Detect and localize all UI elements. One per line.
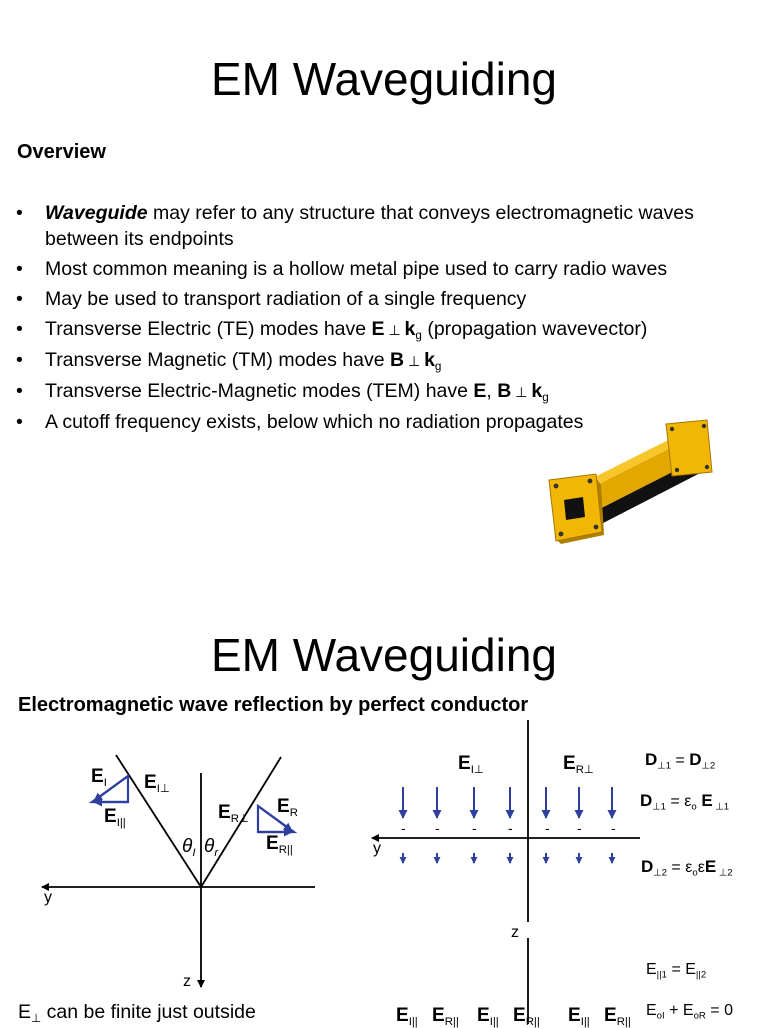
bullet-text: A cutoff frequency exists, below which n…: [45, 411, 584, 433]
label-e-r: ER: [277, 796, 298, 819]
label-e-r-par: ER||: [266, 833, 293, 856]
bullet-dot: •: [16, 380, 23, 402]
field-arrows-below: [399, 853, 616, 864]
field-arrows-above: [398, 787, 617, 819]
slide2-heading: Electromagnetic wave reflection by perfe…: [18, 694, 529, 716]
list-item: • Most common meaning is a hollow metal …: [16, 256, 736, 282]
bullet-text: Transverse Magnetic (TM) modes have: [45, 349, 390, 371]
surface-charge-minus: -: [472, 820, 477, 836]
label-e-i: EI: [91, 766, 107, 789]
bullet-dot: •: [16, 411, 23, 433]
bottom-label: ER||: [432, 1005, 459, 1028]
list-item: • Transverse Magnetic (TM) modes have B …: [16, 347, 736, 374]
bullet-dot: •: [16, 202, 23, 224]
equation-e-sum-zero: EoI + EoR = 0: [646, 1002, 733, 1022]
right-z-label: z: [511, 924, 519, 941]
perp-symbol: ⊥: [384, 322, 405, 338]
list-item: • Waveguide may refer to any structure t…: [16, 200, 736, 252]
right-field-diagram: [371, 720, 640, 1024]
right-y-label: y: [373, 840, 381, 857]
left-z-label: z: [183, 973, 191, 990]
surface-charge-minus: -: [611, 820, 616, 836]
bullet-text: Transverse Electric (TE) modes have: [45, 318, 372, 340]
slide1-title: EM Waveguiding: [210, 53, 557, 105]
bullet-symbol-k: k: [531, 380, 543, 402]
perp-symbol: ⊥: [404, 353, 425, 369]
bullet-symbol-b: B: [497, 380, 512, 402]
bullet-symbol-k: k: [424, 349, 435, 371]
bullet-text: Most common meaning is a hollow metal pi…: [45, 258, 668, 280]
equation-d-perp-continuity: D⊥1 = D⊥2: [645, 750, 716, 772]
bullet-symbol-b: B: [389, 349, 405, 371]
perp-symbol: ⊥: [511, 384, 532, 400]
bottom-label: ER||: [513, 1005, 540, 1028]
subscript: g: [415, 329, 422, 343]
label-e-i-perp: EI⊥: [144, 772, 170, 795]
footer-text: E⊥ can be finite just outside: [18, 1001, 256, 1026]
list-item: • A cutoff frequency exists, below which…: [16, 409, 736, 435]
overview-bullet-list: • Waveguide may refer to any structure t…: [16, 200, 736, 439]
bullet-dot: •: [16, 288, 23, 310]
slide2-title: EM Waveguiding: [210, 629, 557, 681]
bullet-text: may refer to any structure that conveys …: [45, 202, 694, 250]
list-item: • Transverse Electric-Magnetic modes (TE…: [16, 378, 736, 405]
label-theta-r: θr: [204, 836, 219, 859]
subscript: g: [542, 391, 549, 405]
right-label-e-i-perp: EI⊥: [458, 753, 484, 776]
bullet-text: May be used to transport radiation of a …: [45, 288, 527, 310]
bullet-symbol-e: E: [473, 380, 487, 402]
bullet-symbol-k: k: [404, 318, 416, 340]
equation-e-par-continuity: E||1 = E||2: [646, 961, 707, 981]
right-label-e-r-perp: ER⊥: [563, 753, 594, 776]
surface-charge-minus: -: [435, 820, 440, 836]
surface-charge-minus: -: [545, 820, 550, 836]
slide1-heading: Overview: [17, 141, 106, 163]
equation-d-perp-1: D⊥1 = εo E ⊥1: [640, 791, 730, 813]
list-item: • Transverse Electric (TE) modes have E …: [16, 316, 736, 343]
bottom-label: EI||: [477, 1005, 499, 1028]
left-y-label: y: [44, 889, 52, 906]
label-e-i-par: EI||: [104, 806, 126, 829]
left-reflection-diagram: [41, 754, 315, 988]
bottom-label: ER||: [604, 1005, 631, 1028]
surface-charge-minus: -: [401, 820, 406, 836]
bullet-symbol-e: E: [371, 318, 385, 340]
surface-charge-minus: -: [508, 820, 513, 836]
subscript: g: [434, 360, 442, 374]
bullet-text: ,: [486, 380, 498, 402]
list-item: • May be used to transport radiation of …: [16, 286, 736, 312]
bullet-text: (propagation wavevector): [421, 318, 648, 340]
bottom-label: EI||: [568, 1005, 590, 1028]
equation-d-perp-2: D⊥2 = εoεE ⊥2: [641, 857, 733, 879]
bullet-keyword: Waveguide: [45, 202, 148, 224]
surface-charge-minus: -: [577, 820, 582, 836]
label-theta-i: θI: [182, 836, 196, 859]
bullet-dot: •: [16, 258, 23, 280]
label-e-r-perp: ER⊥: [218, 802, 249, 825]
bottom-label: EI||: [396, 1005, 418, 1028]
bullet-dot: •: [16, 318, 23, 340]
bullet-text: Transverse Electric-Magnetic modes (TEM)…: [45, 380, 474, 402]
bullet-dot: •: [16, 349, 23, 371]
